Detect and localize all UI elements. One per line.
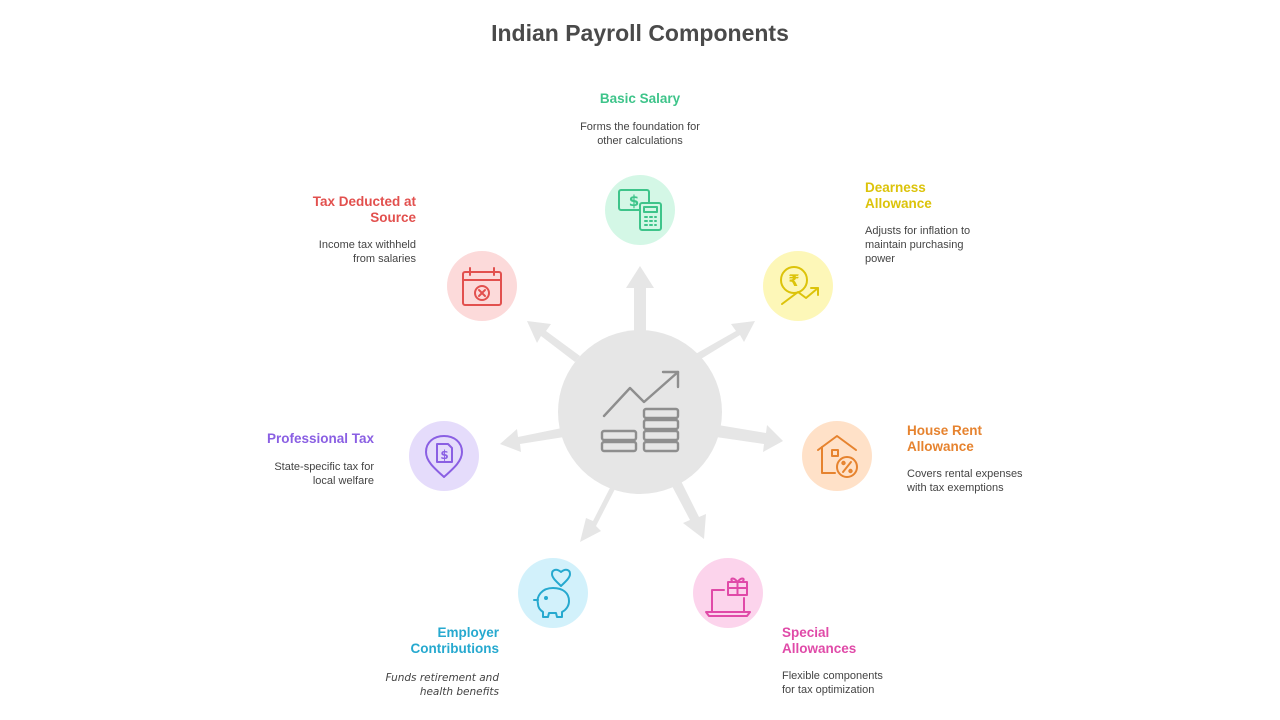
special-allowances-label: Special Allowances [782, 625, 857, 656]
svg-text:$: $ [440, 448, 448, 462]
piggy-bank-heart-icon [533, 568, 571, 618]
arrow-dearness [692, 321, 755, 362]
tds-label: Tax Deducted at Source [312, 194, 416, 225]
dearness-description: Adjusts for inflation to maintain purcha… [865, 225, 971, 265]
svg-text:$: $ [629, 192, 639, 210]
svg-text:₹: ₹ [788, 271, 799, 290]
arrows [500, 266, 783, 542]
arrow-tds [527, 321, 580, 362]
page-title: Indian Payroll Components [491, 20, 789, 46]
house-rent-description: Covers rental expenses with tax exemptio… [907, 468, 1023, 494]
arrow-professional [500, 428, 564, 452]
rupee-growth-icon: ₹ [780, 266, 819, 305]
professional-tax-circle [409, 421, 479, 491]
special-allowances-description: Flexible components for tax optimization [782, 670, 883, 696]
professional-tax-description: State-specific tax for local welfare [274, 461, 374, 487]
arrow-special [672, 481, 706, 539]
house-percent-icon [817, 435, 858, 478]
employer-contributions-label: Employer Contributions [410, 625, 499, 656]
professional-tax-label: Professional Tax [266, 431, 374, 446]
gift-laptop-icon [705, 577, 751, 617]
dearness-circle [763, 251, 833, 321]
growth-coins-icon [600, 370, 680, 453]
location-dollar-icon: $ [425, 435, 463, 478]
calendar-cancel-icon [462, 267, 502, 306]
employer-contributions-circle [518, 558, 588, 628]
basic-salary-label: Basic Salary [599, 91, 681, 106]
center-circle [558, 330, 722, 494]
employer-contributions-description: Funds retirement and health benefits [385, 672, 499, 698]
dearness-label: Dearness Allowance [865, 180, 932, 211]
house-rent-label: House Rent Allowance [907, 423, 983, 454]
money-calculator-icon: $ [618, 189, 662, 231]
tds-description: Income tax withheld from salaries [318, 239, 416, 265]
arrow-employer [580, 484, 615, 542]
arrow-basic-salary [626, 266, 654, 332]
arrow-house-rent [716, 425, 783, 452]
basic-salary-description: Forms the foundation for other calculati… [580, 121, 700, 147]
